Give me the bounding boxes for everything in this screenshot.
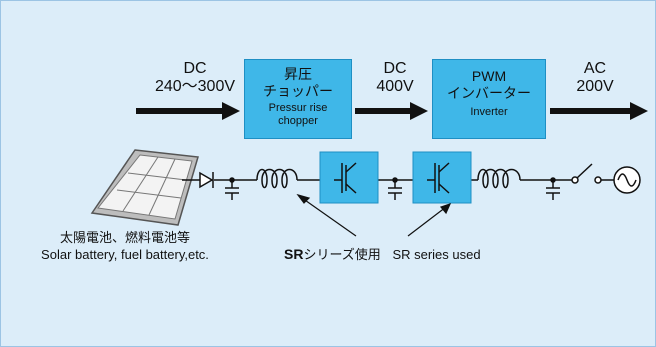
source-label-jp: 太陽電池、燃料電池等	[59, 230, 190, 245]
sr-caption: SRシリーズ使用 SR series used	[284, 246, 481, 263]
dc-mid-label: DC 400V	[360, 60, 430, 96]
inverter-block: PWM インバーター Inverter	[432, 59, 546, 139]
dc-mid-line1: DC	[383, 60, 407, 77]
chopper-en2: chopper	[278, 115, 318, 127]
capacitor-3	[546, 177, 560, 200]
sr-module-1	[319, 151, 379, 204]
sr-label-bold: SR	[284, 246, 304, 262]
inverter-en1: Inverter	[470, 106, 508, 118]
chopper-jp2: チョッパー	[263, 83, 333, 99]
source-caption: 太陽電池、燃料電池等 Solar battery, fuel battery,e…	[10, 229, 240, 263]
dc-input-line1: DC	[183, 60, 207, 77]
inverter-jp2: インバーター	[447, 85, 531, 101]
arrow-dc-mid	[355, 102, 428, 120]
sr-label-en: SR series used	[392, 247, 481, 262]
diode-symbol	[199, 171, 214, 189]
chopper-block: 昇圧 チョッパー Pressur rise chopper	[244, 59, 352, 139]
arrow-dc-input	[136, 102, 240, 120]
inductor-2	[477, 168, 521, 189]
capacitor-2	[388, 177, 402, 200]
ac-source-icon	[613, 166, 641, 194]
arrow-ac-output	[550, 102, 648, 120]
ac-output-line2: 200V	[576, 78, 614, 95]
inductor-1	[256, 168, 298, 189]
ac-output-line1: AC	[583, 60, 607, 77]
solar-panel	[90, 149, 199, 226]
inverter-jp1: PWM	[471, 68, 507, 84]
ac-output-label: AC 200V	[560, 60, 630, 96]
dc-input-line2: 240～300V	[154, 78, 236, 95]
chopper-jp1: 昇圧	[284, 66, 312, 82]
dc-input-label: DC 240～300V	[140, 60, 250, 96]
source-label-en: Solar battery, fuel battery,etc.	[41, 247, 209, 262]
flow-arrows	[136, 102, 648, 120]
capacitor-1	[225, 177, 239, 200]
chopper-en1: Pressur rise	[268, 102, 328, 114]
sr-pointer-arrows	[296, 193, 452, 237]
switch-symbol	[571, 163, 602, 184]
sr-label-jp: シリーズ使用	[303, 247, 381, 262]
dc-mid-line2: 400V	[376, 78, 414, 95]
sr-module-2	[412, 151, 472, 204]
